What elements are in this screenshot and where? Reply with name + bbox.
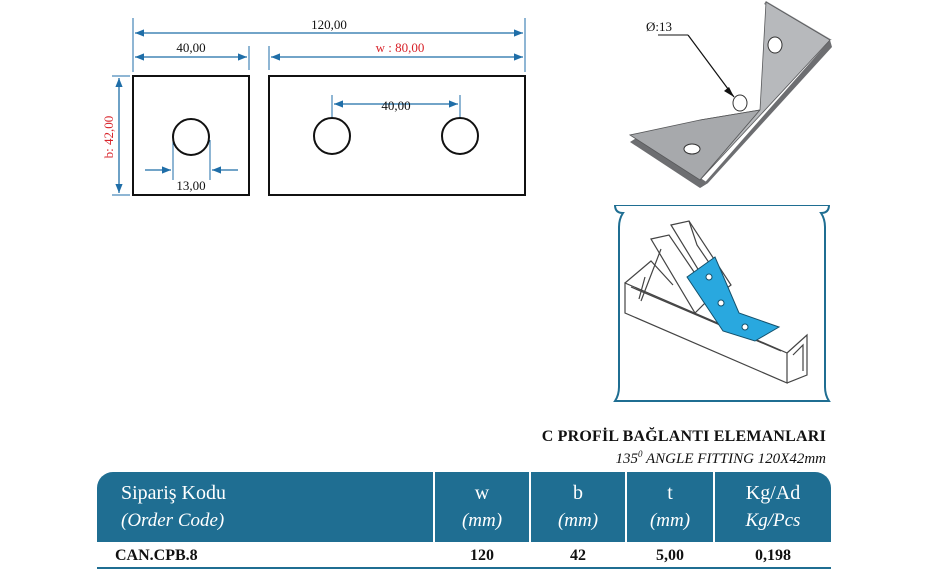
bracket-hole-1 (683, 143, 701, 155)
dim-spacing-label: 40,00 (381, 98, 410, 113)
spec-table-header: Sipariş Kodu (Order Code) w (mm) b (mm) … (97, 472, 831, 542)
subtitle-degree: 0 (638, 449, 643, 459)
dim-total-label: 120,00 (311, 17, 347, 32)
dim-b-label: b: 42,00 (101, 116, 116, 159)
product-subtitle: 1350 ANGLE FITTING 120X42mm (470, 449, 827, 468)
dim-left-label: 40,00 (176, 40, 205, 55)
header-order-code: Sipariş Kodu (Order Code) (121, 482, 226, 531)
dim-w-label: w : 80,00 (376, 40, 425, 55)
table-bottom-rule (97, 567, 831, 569)
bracket-hole-2 (732, 94, 748, 112)
subtitle-text: ANGLE FITTING 120X42mm (642, 451, 826, 467)
cell-order-code: CAN.CPB.8 (115, 547, 198, 564)
hole-right (441, 117, 479, 155)
header-w: w (mm) (461, 482, 503, 531)
plate-right-view (268, 75, 526, 196)
cell-t: 5,00 (656, 547, 684, 564)
bracket-hole-3 (767, 36, 783, 54)
cell-weight: 0,198 (755, 547, 791, 564)
hole-mid (313, 117, 351, 155)
header-weight: Kg/Ad Kg/Pcs (745, 482, 801, 531)
installation-illustration (613, 205, 831, 402)
subtitle-angle: 135 (615, 451, 639, 467)
bracket-illustration: Ø:13 (628, 1, 832, 188)
header-b: b (mm) (557, 482, 599, 531)
header-t: t (mm) (649, 482, 691, 531)
product-title: C PROFİL BAĞLANTI ELEMANLARI (541, 428, 826, 445)
plate-left-view (132, 75, 250, 196)
cell-b: 42 (570, 547, 586, 564)
cell-w: 120 (470, 547, 494, 564)
technical-drawing: 120,00 40,00 w : 80,00 40,00 13,00 b: 42… (101, 17, 526, 196)
hole-left (172, 118, 210, 156)
hole-diameter-label: Ø:13 (646, 19, 672, 34)
table-row: CAN.CPB.8 120 42 5,00 0,198 (97, 542, 831, 568)
dim-hole-dia-label: 13,00 (176, 178, 205, 193)
